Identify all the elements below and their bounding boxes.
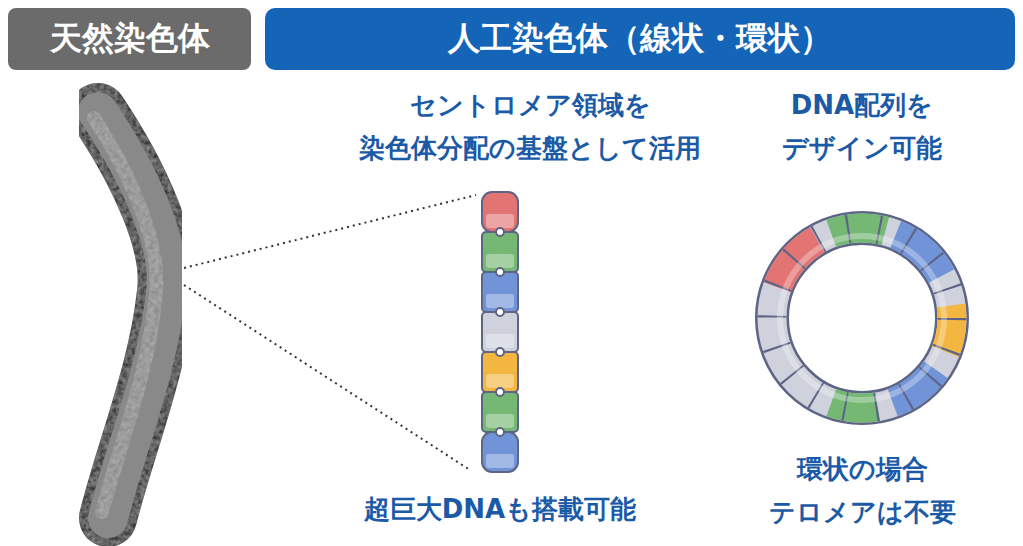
feature-note: DNA配列を デザイン可能 [747, 84, 977, 170]
natural-chromosome [94, 112, 167, 518]
leader-line [184, 285, 470, 470]
heading-text: 天然染色体 [50, 17, 210, 61]
heading-tab: 天然染色体 [8, 8, 251, 70]
linear-chromosome [482, 192, 518, 472]
ring-chromosome [737, 193, 988, 444]
feature-note: 環状の場合 テロメアは不要 [747, 448, 977, 534]
heading-text: 人工染色体（線状・環状） [448, 17, 832, 61]
feature-note: 超巨大DNAも搭載可能 [300, 488, 700, 531]
leader-line [184, 195, 476, 268]
feature-note: セントロメア領域を 染色体分配の基盤として活用 [340, 84, 720, 170]
heading-bar: 人工染色体（線状・環状） [265, 8, 1015, 70]
